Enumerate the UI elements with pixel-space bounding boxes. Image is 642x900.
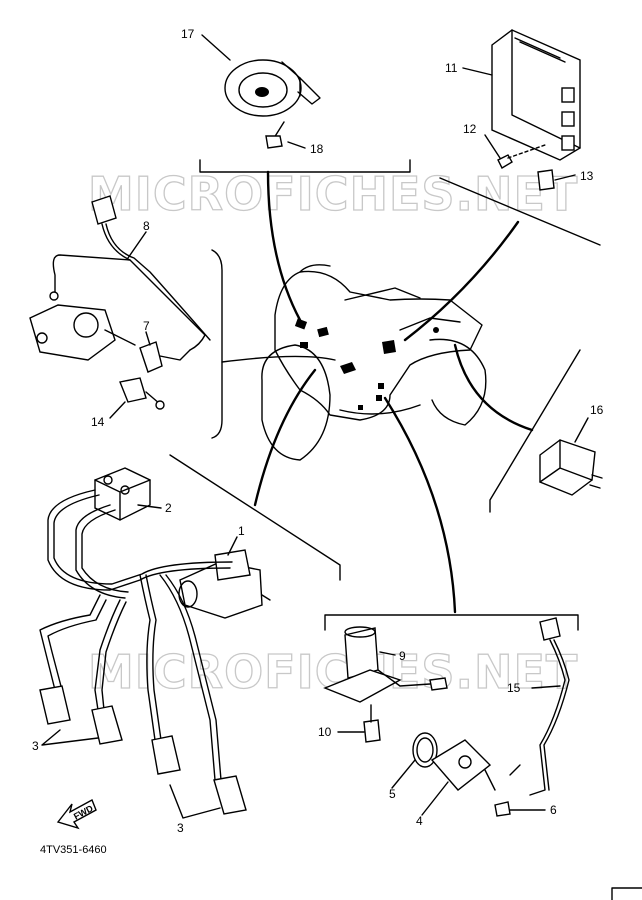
- callout-1: 1: [238, 524, 245, 538]
- leader-ignition: [253, 368, 317, 507]
- frame-ecu: [439, 177, 601, 246]
- diagram-code: 4TV351-6460: [40, 844, 107, 856]
- corner-mark: [611, 887, 642, 900]
- callout-18: 18: [310, 142, 324, 156]
- leader-relay: [453, 343, 534, 432]
- sensor-assembly: [29, 195, 211, 410]
- leader-sensor: [221, 355, 336, 363]
- ecu-screw: [497, 144, 546, 169]
- callout-12: 12: [463, 122, 477, 136]
- callout-3-left: 3: [32, 739, 39, 753]
- callout-5: 5: [389, 787, 396, 801]
- leader-horn: [266, 170, 302, 322]
- sensor-plate: [430, 739, 496, 791]
- horn-part: [224, 59, 321, 117]
- callout-2: 2: [165, 501, 172, 515]
- callout-6: 6: [550, 803, 557, 817]
- callout-7: 7: [143, 319, 150, 333]
- group-frames: [169, 159, 601, 631]
- callout-10: 10: [318, 725, 332, 739]
- frame-relay: [489, 349, 581, 513]
- callout-3-right: 3: [177, 821, 184, 835]
- callout-9: 9: [399, 649, 406, 663]
- callout-4: 4: [416, 814, 423, 828]
- ecu-clip: [537, 169, 555, 191]
- watermark-top: MICROFICHES.NET: [88, 167, 578, 221]
- starter-motor: [178, 549, 271, 619]
- frame-sensor: [211, 249, 223, 439]
- leader-starter: [383, 396, 457, 614]
- callout-11: 11: [445, 61, 458, 75]
- callout-14: 14: [91, 415, 105, 429]
- callout-15: 15: [507, 681, 521, 695]
- callout-leaders: [41, 34, 589, 819]
- frame-horn: [199, 159, 411, 173]
- callout-16: 16: [590, 403, 604, 417]
- horn-bolt: [265, 121, 285, 149]
- callout-8: 8: [143, 219, 150, 233]
- leader-ecu: [403, 220, 520, 342]
- relay-bolt: [363, 704, 381, 743]
- motorcycle-outline: [261, 264, 487, 461]
- plug-cables: [39, 489, 247, 815]
- ecu-part: [491, 29, 581, 161]
- fwd-arrow-icon: FWD: [56, 799, 97, 830]
- o-ring: [412, 732, 438, 768]
- callout-13: 13: [580, 169, 594, 183]
- frame-ignition: [169, 454, 341, 581]
- ignition-coil: [94, 467, 151, 521]
- frame-starter: [324, 614, 579, 631]
- callout-17: 17: [181, 27, 195, 41]
- starter-relay: [323, 626, 448, 703]
- plate-screw: [494, 801, 511, 817]
- lead-wire: [509, 617, 570, 796]
- relay-part: [539, 439, 603, 496]
- motorcycle-leaders: [221, 170, 534, 614]
